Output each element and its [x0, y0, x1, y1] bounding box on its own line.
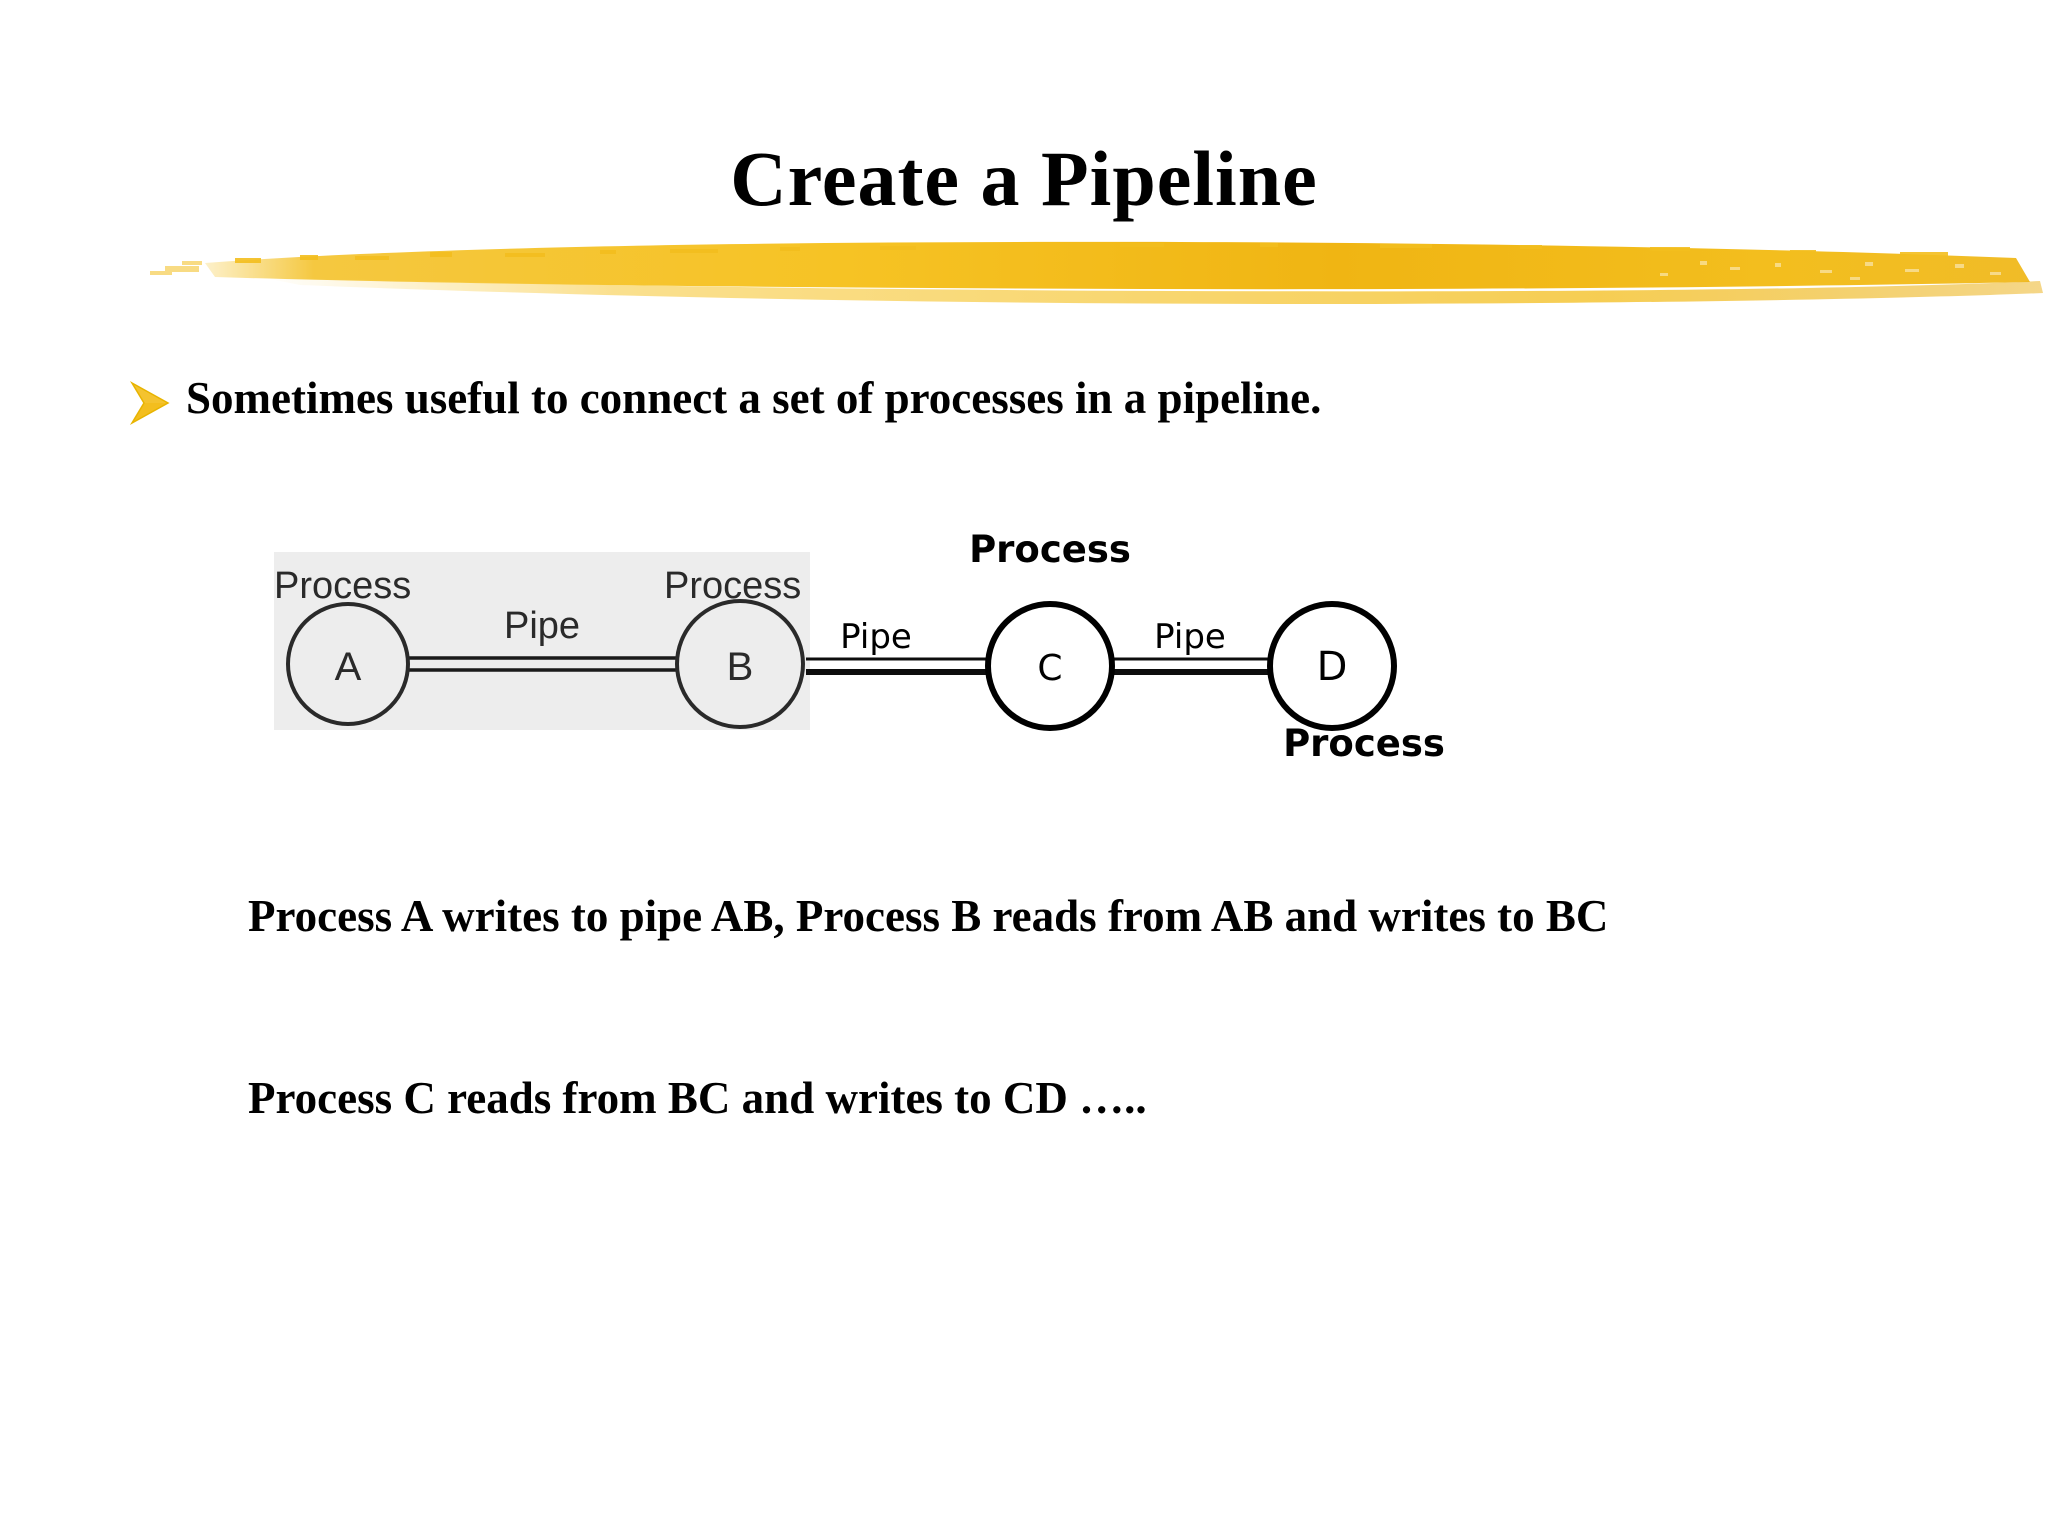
pipe-label-cd: Pipe — [1154, 617, 1226, 657]
body-paragraph-1: Process A writes to pipe AB, Process B r… — [248, 891, 1609, 941]
process-node-a: A — [286, 602, 410, 726]
process-node-d: D — [1267, 601, 1397, 731]
process-node-c-label: C — [1037, 648, 1062, 689]
pipe-label-ab: Pipe — [504, 605, 580, 647]
pipe-edge-ab — [406, 656, 676, 672]
pipeline-diagram-svg: A Process B Process C Process D Process … — [274, 528, 1445, 765]
process-node-a-label: A — [335, 645, 362, 689]
bullet-item-label: Sometimes useful to connect a set of pro… — [186, 373, 1322, 423]
pipeline-diagram: A Process B Process C Process D Process … — [260, 520, 1520, 810]
chevron-arrow-bullet-icon — [128, 374, 186, 426]
title-block: Create a Pipeline — [0, 140, 2048, 218]
process-node-b-label: B — [727, 645, 754, 689]
process-node-c-caption: Process — [969, 528, 1131, 571]
pipe-label-bc: Pipe — [840, 617, 912, 657]
process-node-b: B — [675, 599, 805, 729]
brushstroke-icon — [150, 241, 2043, 304]
pipe-edge-cd — [1112, 657, 1270, 675]
process-node-b-caption: Process — [664, 565, 801, 607]
process-node-d-caption: Process — [1283, 722, 1445, 765]
page-title: Create a Pipeline — [730, 135, 1318, 222]
pipe-edge-bc — [806, 657, 988, 675]
process-node-c: C — [985, 601, 1115, 731]
process-node-a-caption: Process — [274, 565, 411, 607]
process-node-d-label: D — [1317, 644, 1348, 690]
body-paragraph-2: Process C reads from BC and writes to CD… — [248, 1073, 1147, 1123]
bullet-list-item: Sometimes useful to connect a set of pro… — [128, 373, 1322, 426]
title-underline-brushstroke — [0, 225, 2048, 315]
